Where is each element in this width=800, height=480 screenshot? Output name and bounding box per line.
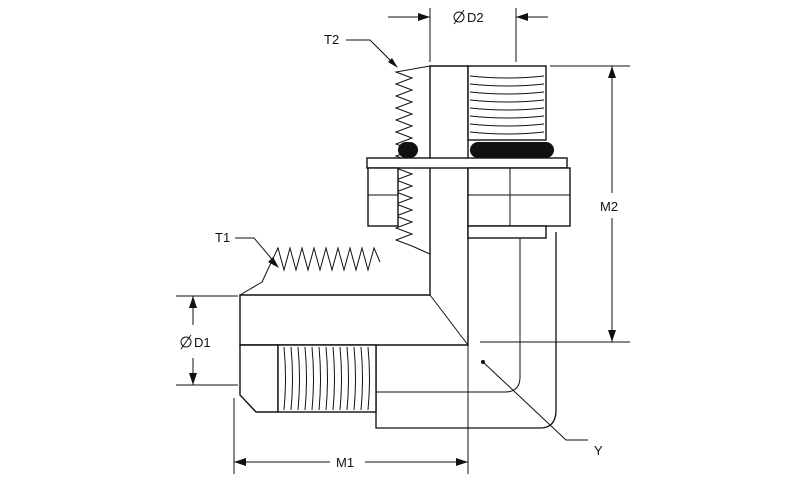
flare-thread-line xyxy=(297,346,300,411)
m1-label: M1 xyxy=(336,455,354,470)
flare-thread-line xyxy=(283,346,286,411)
flare-thread-line xyxy=(304,346,307,411)
t2-label: T2 xyxy=(324,32,339,47)
orb-thread xyxy=(467,65,547,141)
orb-thread-line xyxy=(469,91,545,95)
dim-m1: M1 xyxy=(233,345,469,474)
t1-arrow xyxy=(268,257,279,268)
orb-thread-line xyxy=(469,99,545,103)
flare-thread-line xyxy=(318,346,321,411)
flare-thread-line xyxy=(290,346,293,411)
dim-y: Y xyxy=(482,361,603,458)
flare-end xyxy=(239,344,377,413)
diameter-symbol-icon xyxy=(453,9,465,25)
o-ring-left-icon xyxy=(398,142,418,158)
elbow-outline xyxy=(239,65,469,346)
m2-arrow-top xyxy=(608,66,616,78)
orb-thread-line xyxy=(469,83,545,87)
t2-leader xyxy=(346,39,397,67)
hex-nut xyxy=(367,167,571,239)
flare-thread-line xyxy=(339,346,342,411)
dim-d2: D2 xyxy=(388,8,548,62)
flare-thread-lines xyxy=(283,346,370,411)
y-leader xyxy=(482,361,588,441)
nut-relief xyxy=(467,225,547,239)
hex-nut-left xyxy=(367,167,399,227)
orb-thread-lines xyxy=(469,75,545,135)
orb-thread-line xyxy=(469,75,545,79)
d2-arrow-right xyxy=(516,13,528,21)
flare-thread-line xyxy=(346,346,349,411)
dim-t1: T1 xyxy=(215,230,279,268)
washer xyxy=(366,157,568,169)
orb-thread-line xyxy=(469,115,545,119)
flare-nose xyxy=(239,344,279,413)
diameter-symbol-icon xyxy=(180,334,192,350)
orb-thread-line xyxy=(469,123,545,127)
body-lower-right xyxy=(375,232,557,429)
dim-d1: D1 xyxy=(176,295,238,386)
flare-thread-line xyxy=(311,346,314,411)
t2-arrow xyxy=(388,58,398,68)
y-label: Y xyxy=(594,443,603,458)
d1-arrow-top xyxy=(189,296,197,308)
m1-arrow-left xyxy=(234,458,246,466)
flare-thread-line xyxy=(353,346,356,411)
flare-thread-line xyxy=(360,346,363,411)
d1-arrow-bottom xyxy=(189,373,197,385)
d1-label: D1 xyxy=(194,335,211,350)
flare-thread-line xyxy=(325,346,328,411)
o-ring-icon xyxy=(470,142,554,158)
m2-arrow-bottom xyxy=(608,330,616,342)
dim-m2: M2 xyxy=(480,65,630,343)
t1-leader xyxy=(235,237,277,265)
d2-arrow-left xyxy=(418,13,430,21)
flare-thread-line xyxy=(332,346,335,411)
t1-thread xyxy=(239,246,381,296)
flare-thread-line xyxy=(367,346,370,411)
dim-t2: T2 xyxy=(324,32,398,68)
t1-label: T1 xyxy=(215,230,230,245)
d2-label: D2 xyxy=(467,10,484,25)
orb-thread-line xyxy=(469,107,545,111)
hex-nut-right xyxy=(467,167,571,227)
body-inner-bend xyxy=(376,232,521,393)
m2-label: M2 xyxy=(600,199,618,214)
elbow-corner-line xyxy=(429,294,469,346)
orb-thread-line xyxy=(469,131,545,135)
m1-arrow-right xyxy=(456,458,468,466)
